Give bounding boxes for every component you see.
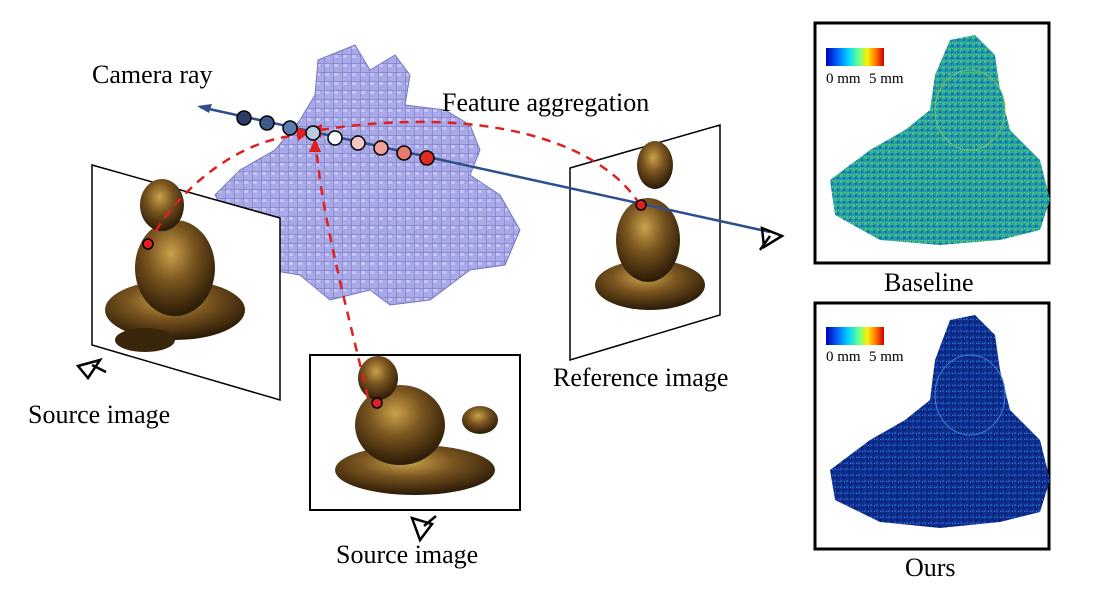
colorbar-baseline-max-label: 5 mm (869, 71, 904, 87)
baseline-error-map (830, 35, 1050, 245)
reference-image-plane (569, 124, 721, 362)
ray-sample (419, 150, 435, 166)
ours-panel (813, 301, 1051, 551)
feature-aggregation-label: Feature aggregation (442, 88, 650, 117)
projection-point-bottom (371, 397, 383, 409)
ray-sample (350, 135, 366, 151)
colorbar-ours-max-label: 5 mm (869, 349, 904, 365)
colorbar-ours-min-label: 0 mm (826, 349, 861, 365)
ray-sample (396, 145, 412, 161)
baseline-label: Baseline (884, 268, 974, 297)
camera-icon-bottom (409, 515, 437, 543)
ours-label: Ours (905, 553, 956, 582)
colorbar-baseline (826, 48, 884, 66)
ray-sample (373, 140, 389, 156)
ray-sample (305, 125, 321, 141)
ray-sample (327, 130, 343, 146)
colorbar-baseline-min-label: 0 mm (826, 71, 861, 87)
projection-point-reference (635, 199, 647, 211)
projection-points (142, 199, 647, 409)
voxel-volume (214, 44, 521, 306)
camera-ray-label: Camera ray (92, 60, 213, 89)
camera-icon-left (75, 357, 107, 381)
projection-point-left (142, 238, 154, 250)
source-image-bottom-label: Source image (336, 540, 479, 569)
colorbar-ours (826, 327, 884, 345)
source-image-plane-bottom (309, 354, 521, 511)
statue-image-left (105, 179, 245, 352)
ray-sample (236, 110, 252, 126)
source-image-left-label: Source image (28, 400, 171, 429)
ray-samples (236, 110, 435, 166)
ray-sample (282, 120, 298, 136)
ours-error-map (830, 315, 1050, 528)
baseline-panel (813, 21, 1051, 265)
camera-icon-reference (758, 226, 785, 251)
statue-image-reference (595, 141, 705, 310)
ray-sample (259, 115, 275, 131)
reference-image-label: Reference image (553, 363, 729, 392)
feature-aggregation-arrows (146, 120, 642, 399)
source-image-plane-left (91, 164, 281, 402)
